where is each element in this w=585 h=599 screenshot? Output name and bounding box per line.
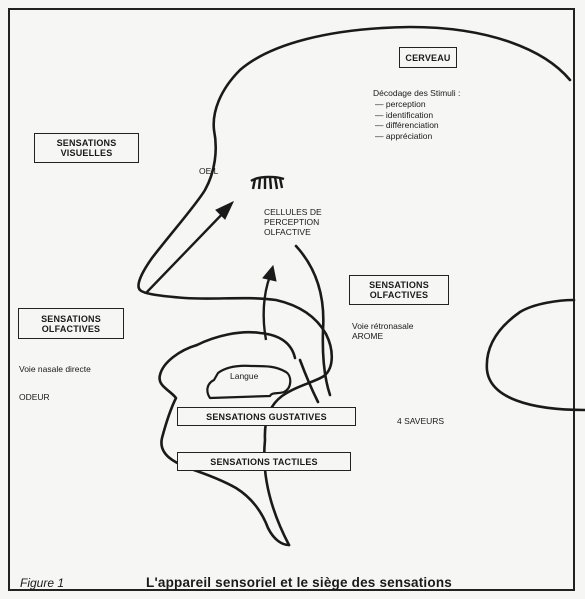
decodage-item: appréciation	[375, 131, 439, 142]
arome-label: AROME	[352, 331, 383, 341]
sensations-gustatives-label: SENSATIONS GUSTATIVES	[177, 407, 356, 426]
quatre-saveurs-label: 4 SAVEURS	[397, 416, 444, 426]
sensations-tactiles-label: SENSATIONS TACTILES	[177, 452, 351, 471]
throat-line	[296, 246, 330, 395]
olfactory-cells-icon	[251, 177, 284, 189]
langue-label: Langue	[230, 371, 258, 381]
chin-outline	[160, 345, 289, 545]
figure-title: L'appareil sensoriel et le siège des sen…	[146, 575, 452, 590]
sensations-visuelles-label: SENSATIONS VISUELLES	[34, 133, 139, 163]
decodage-item: perception	[375, 99, 439, 110]
voie-nasale-label: Voie nasale directe	[19, 364, 93, 374]
figure-number: Figure 1	[20, 576, 64, 590]
decodage-item: différenciation	[375, 120, 439, 131]
oeil-label: OEIL	[199, 166, 218, 176]
sensations-olfactives-left-label: SENSATIONS OLFACTIVES	[18, 308, 124, 339]
odeur-label: ODEUR	[19, 392, 50, 402]
decodage-list: perception identification différenciatio…	[375, 99, 439, 141]
cerveau-label: CERVEAU	[399, 47, 457, 68]
retronasal-arrow	[263, 266, 276, 340]
cellules-label: CELLULES DE PERCEPTION OLFACTIVE	[264, 207, 342, 237]
decodage-title: Décodage des Stimuli :	[373, 88, 460, 98]
neck-outline	[487, 300, 585, 410]
voie-retronasale-label: Voie rétronasale	[352, 321, 413, 331]
decodage-item: identification	[375, 110, 439, 121]
palate-line	[197, 332, 295, 358]
sensations-olfactives-right-label: SENSATIONS OLFACTIVES	[349, 275, 449, 305]
